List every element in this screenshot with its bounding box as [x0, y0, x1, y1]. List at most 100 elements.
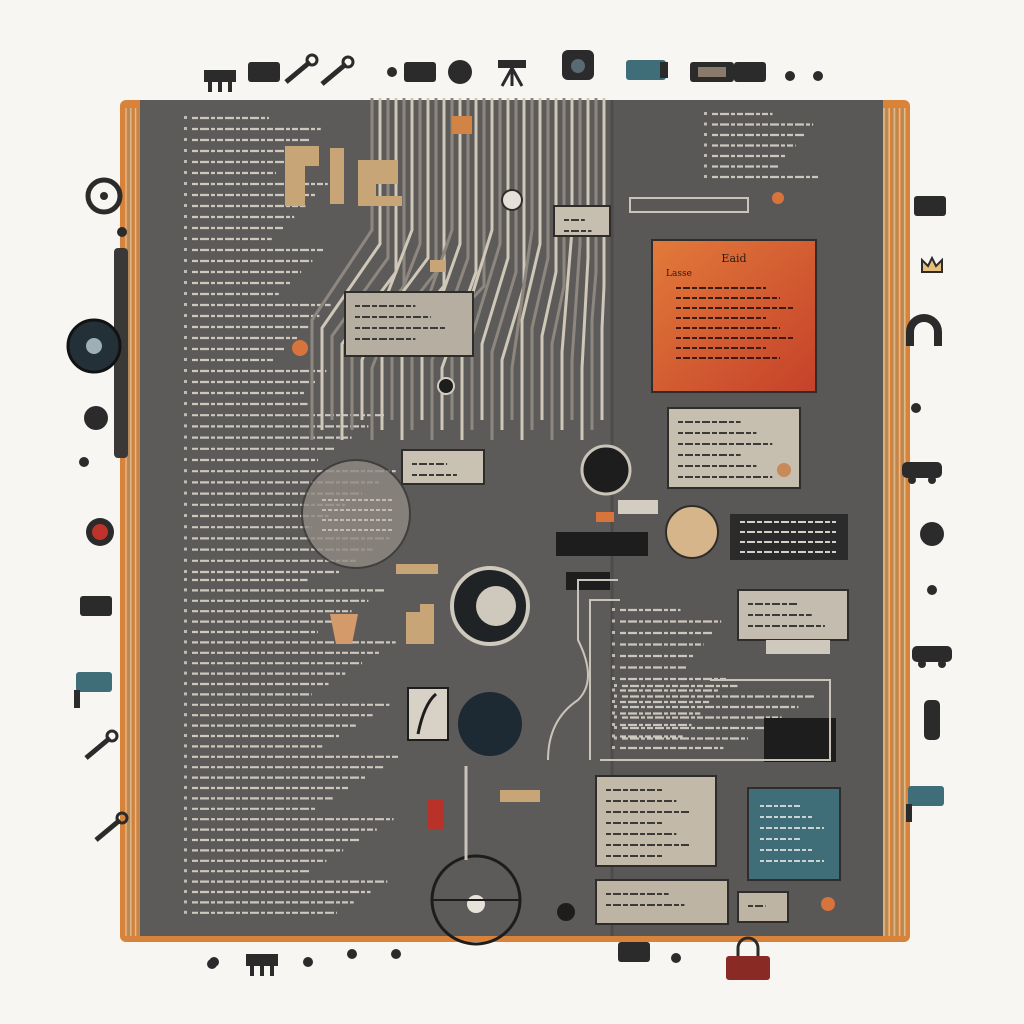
text-bullet [612, 746, 615, 749]
film-reel-icon-stand [906, 804, 912, 822]
key-icon-shape [671, 953, 681, 963]
gauge-icon [920, 522, 944, 546]
note-card [737, 589, 849, 641]
webcam-icon-legs [500, 67, 524, 87]
camera-icon-shape [248, 62, 280, 82]
text-bullet [184, 336, 187, 339]
orange-dot [821, 897, 835, 911]
bottle-icon-shape [76, 672, 112, 692]
gauge-icon-shape [920, 522, 944, 546]
robot-icon-pin [260, 966, 264, 976]
wire [547, 579, 618, 761]
text-bullet [184, 744, 187, 748]
text-bullet [184, 775, 187, 779]
tan-disc [665, 505, 719, 559]
pen-icon-wheel [928, 476, 936, 484]
bottle-icon [74, 672, 112, 708]
cog-wheel-icon [690, 62, 734, 82]
camera-icon-shape [914, 196, 946, 216]
key-icon [79, 457, 89, 467]
car-icon [207, 959, 217, 969]
gauge-icon-shape [404, 62, 436, 82]
rod [629, 197, 749, 213]
text-bullet [184, 838, 187, 841]
pliers-icon [906, 314, 942, 346]
dial-icon-hub [100, 192, 108, 200]
tan-block [358, 160, 402, 206]
wrench-icon [921, 255, 943, 273]
orange-panel-body [651, 239, 817, 393]
text-bullet [184, 325, 187, 328]
robot-icon [246, 954, 278, 976]
orange-tab [596, 512, 614, 522]
note-card [401, 449, 485, 485]
camera-icon [248, 62, 280, 82]
valve-icon-pin [228, 82, 232, 92]
ribbon-wire [500, 98, 526, 430]
tan-tab [396, 564, 438, 574]
text-bullet [614, 736, 617, 740]
magnet-icon-shape [813, 71, 823, 81]
text-bullet [612, 608, 615, 611]
sketch-stroke [416, 692, 438, 735]
tan-tab [500, 790, 540, 802]
text-bullet [704, 175, 707, 178]
text-bullet [704, 154, 707, 157]
vr-headset-icon [86, 518, 114, 546]
lock-icon-shape [94, 818, 122, 842]
drone-icon [84, 406, 108, 430]
text-bullet [184, 424, 187, 428]
ribbon-wire [490, 98, 518, 440]
border-icons [66, 50, 952, 980]
text-bullet [184, 879, 187, 883]
robot-icon-shape [246, 954, 278, 966]
round-button [580, 444, 632, 496]
text-bullet [612, 631, 615, 634]
knob-icon [391, 949, 401, 959]
text-bullet [184, 910, 187, 914]
film-reel-icon [626, 60, 668, 80]
text-bullet [704, 122, 707, 126]
text-column-bottom [184, 578, 400, 914]
binding-clip [114, 248, 128, 458]
pliers-icon-head [341, 55, 355, 69]
text-bullet [184, 858, 187, 862]
text-bullet [184, 160, 187, 163]
gauge-icon [404, 62, 436, 82]
text-bullet [184, 292, 187, 295]
vr-headset-icon-shackle [736, 936, 760, 956]
text-bullet [184, 570, 187, 573]
text-bullet [184, 193, 187, 196]
pen-icon-shape [902, 462, 942, 478]
orange-dot [777, 463, 791, 477]
webcam-icon-shape [912, 646, 952, 662]
ribbon-wire [380, 98, 430, 430]
ribbon-wire [600, 98, 606, 420]
text-bullet [184, 281, 187, 284]
orange-dot [292, 340, 308, 356]
text-bullet [612, 665, 615, 669]
valve-icon-shape [117, 227, 127, 237]
wire [600, 679, 831, 761]
film-reel-icon-shape [626, 60, 666, 80]
text-bullet [614, 705, 617, 708]
medallion-face [476, 586, 516, 626]
text-bullet [184, 558, 187, 562]
orange-panel-subheading: Lasse [666, 269, 692, 279]
battery-icon-shape [924, 700, 940, 740]
text-bullet [184, 900, 187, 904]
film-reel-icon-shape [908, 786, 944, 806]
connector-icon-shape [84, 736, 112, 760]
text-bullet [184, 204, 187, 207]
text-bullet [184, 786, 187, 789]
key-icon-shape [79, 457, 89, 467]
dark-disc [458, 692, 522, 756]
tan-cone [330, 614, 358, 644]
text-bullet [612, 619, 615, 623]
ribbon-wire [570, 98, 582, 420]
ribbon-wire [480, 98, 510, 420]
connector-icon-head [105, 729, 119, 743]
drone-icon-shape [618, 942, 650, 962]
knob-icon-cap [86, 338, 102, 354]
